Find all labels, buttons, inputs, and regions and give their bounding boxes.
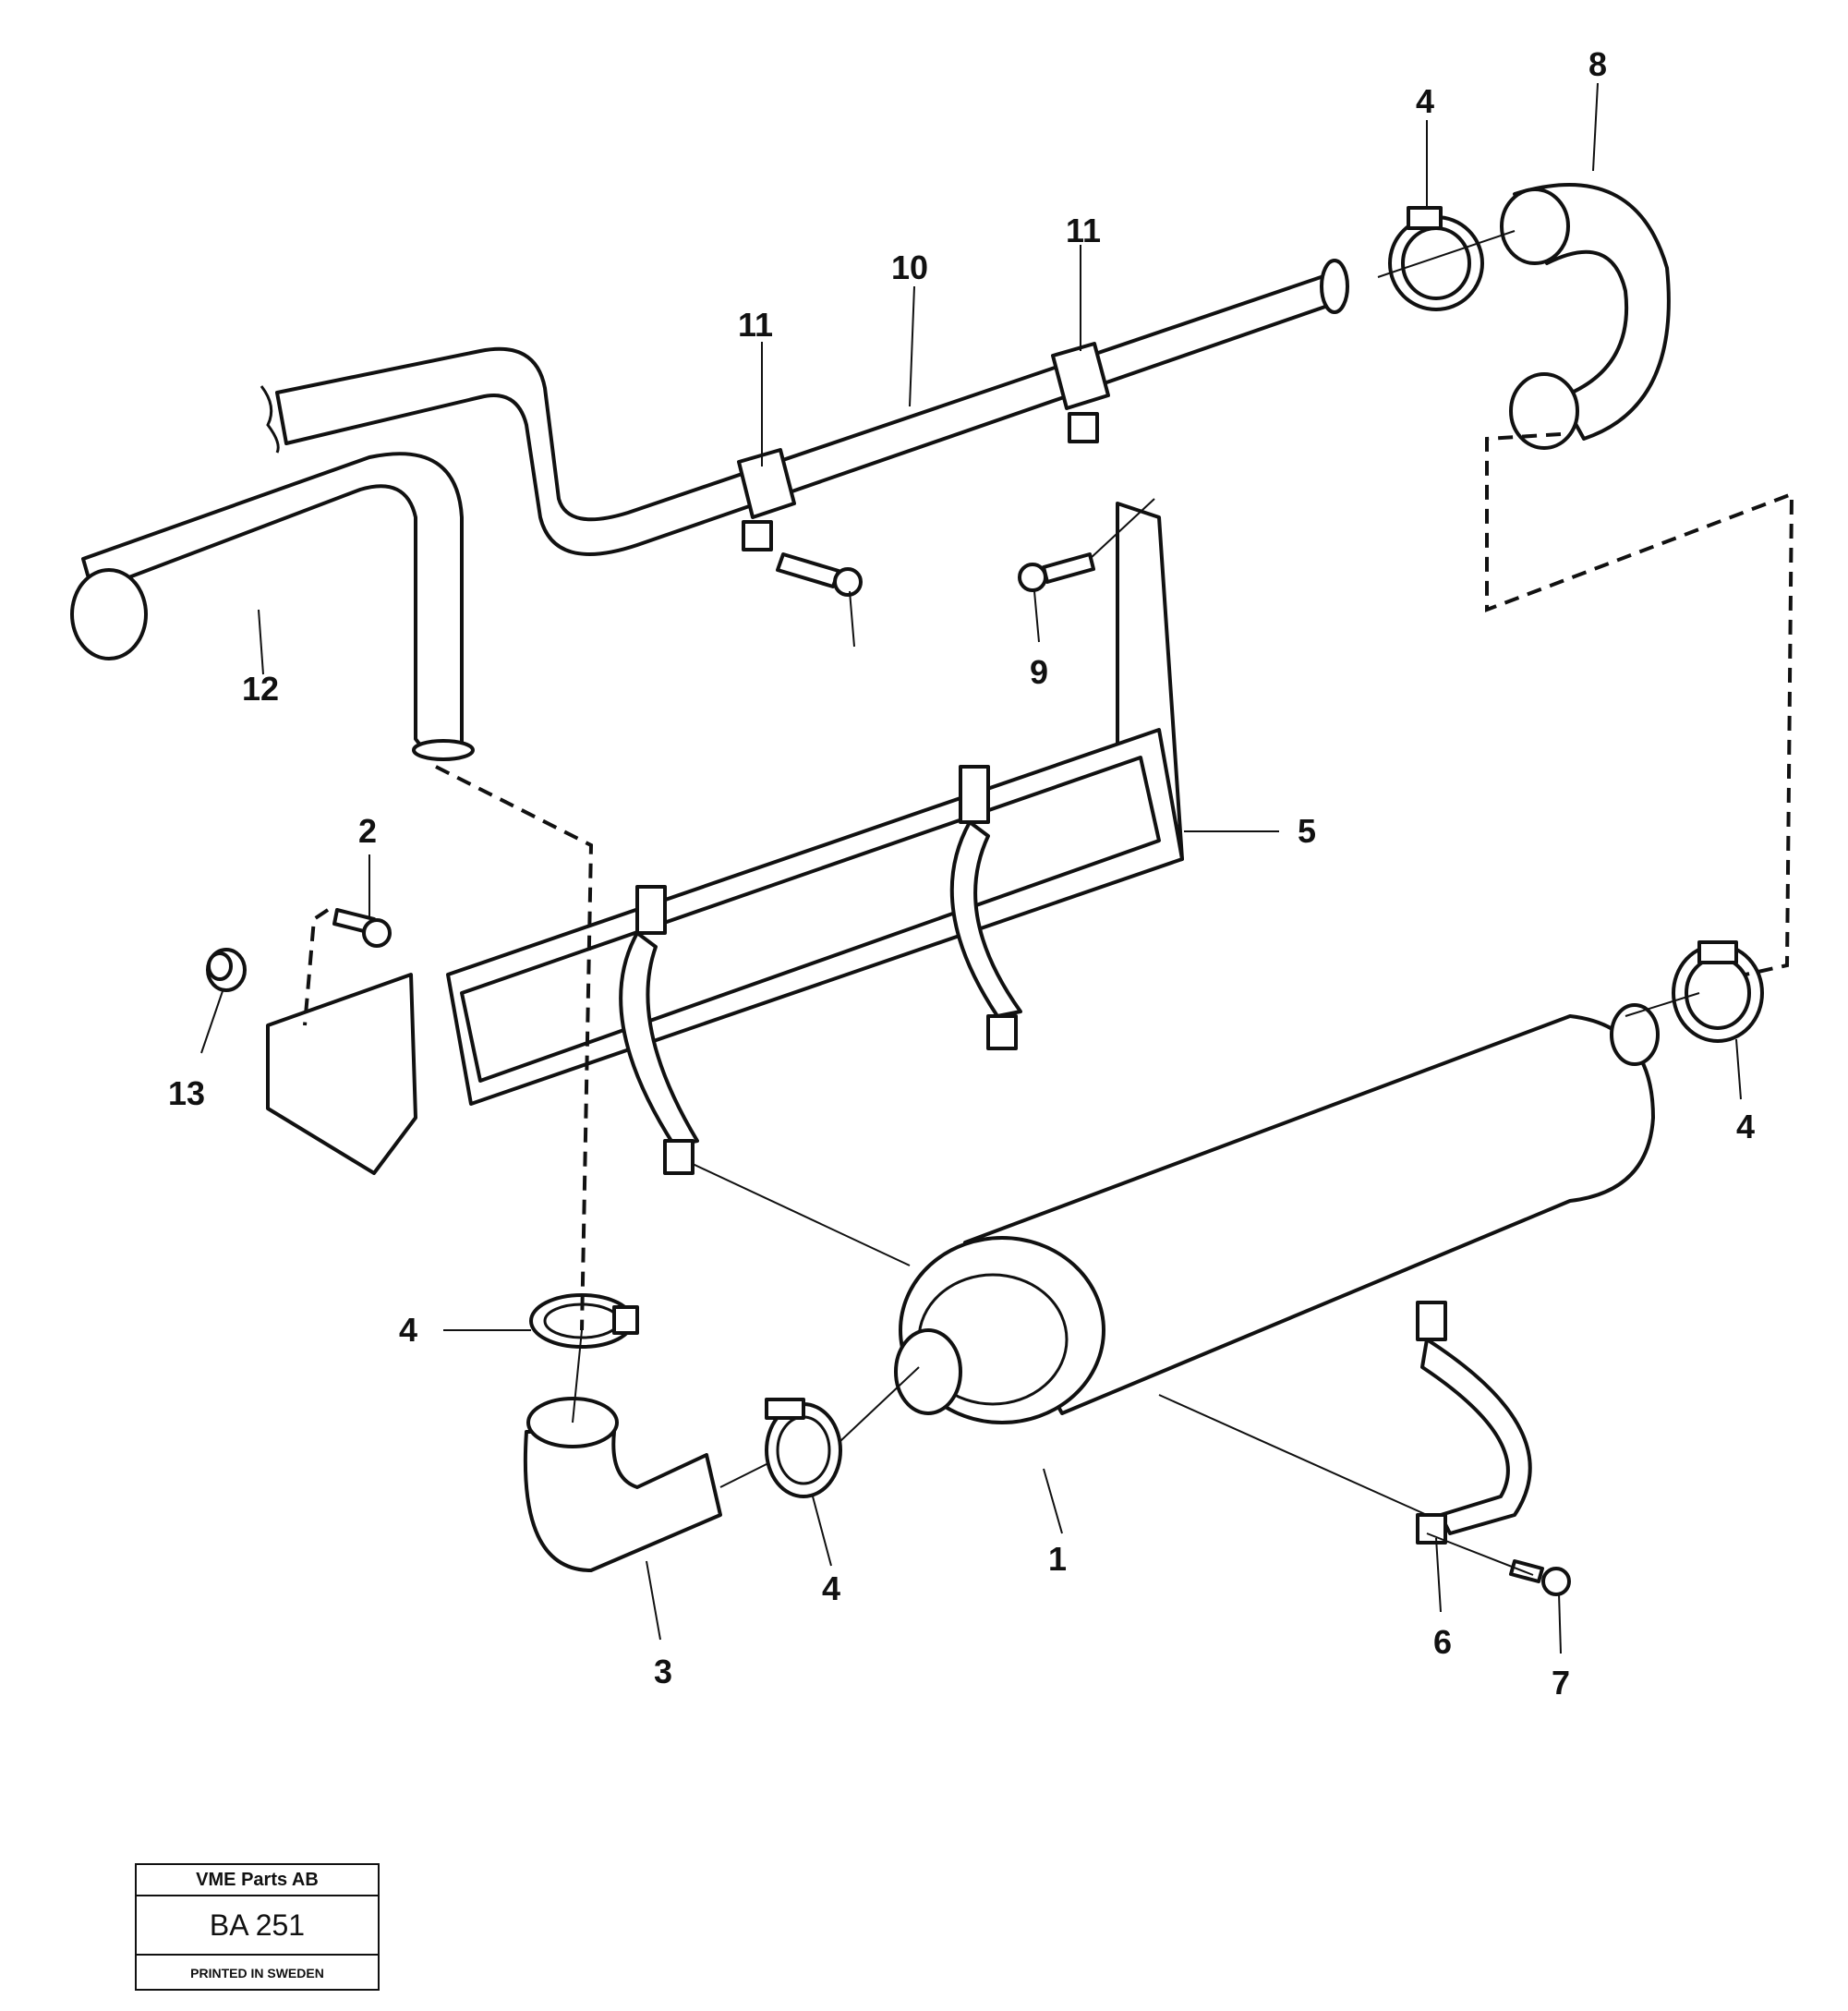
callout-11-right: 11 bbox=[1066, 212, 1101, 249]
title-block-company: VME Parts AB bbox=[137, 1865, 378, 1896]
callout-1: 1 bbox=[1048, 1540, 1067, 1578]
callout-13: 13 bbox=[168, 1074, 205, 1112]
strap-6 bbox=[1416, 1301, 1532, 1545]
bolt-2 bbox=[332, 908, 392, 948]
spacer-13 bbox=[206, 948, 247, 992]
callout-4-bottom: 4 bbox=[822, 1569, 840, 1607]
callout-11-left: 11 bbox=[738, 306, 773, 344]
hose-clamp-4-top bbox=[1388, 206, 1484, 311]
callout-3: 3 bbox=[654, 1653, 672, 1690]
bracket-5 bbox=[446, 502, 1184, 1106]
silencer-1 bbox=[894, 1003, 1660, 1424]
callout-4-right: 4 bbox=[1736, 1108, 1755, 1145]
pipe-clamp-11-left bbox=[737, 448, 796, 551]
callout-8: 8 bbox=[1588, 45, 1607, 83]
callout-7: 7 bbox=[1552, 1664, 1570, 1702]
callout-5: 5 bbox=[1298, 812, 1316, 850]
callout-4-top: 4 bbox=[1416, 82, 1434, 120]
strap-right bbox=[949, 765, 1022, 1050]
hose-clamp-4-right bbox=[1672, 940, 1764, 1043]
hose-3 bbox=[523, 1397, 722, 1572]
assembly-lines bbox=[303, 230, 1794, 1576]
callout-numbers: 1 2 3 4 4 4 4 5 6 7 8 9 10 11 11 12 13 bbox=[168, 45, 1755, 1702]
callout-6: 6 bbox=[1433, 1623, 1452, 1661]
bolt-7 bbox=[1509, 1559, 1571, 1596]
hose-8 bbox=[1500, 183, 1671, 450]
title-block-printed: PRINTED IN SWEDEN bbox=[190, 1966, 324, 1981]
callout-leaders bbox=[200, 82, 1742, 1654]
strap-left bbox=[619, 885, 699, 1175]
callout-12: 12 bbox=[242, 670, 279, 708]
bolt-9 bbox=[1018, 552, 1095, 592]
pipe-10 bbox=[260, 259, 1349, 556]
pipe-clamp-11-right bbox=[1051, 342, 1110, 443]
mounting-plate bbox=[266, 973, 417, 1175]
title-block-drawing-code: BA 251 bbox=[137, 1896, 378, 1956]
callout-2: 2 bbox=[358, 812, 377, 850]
bolt-near-clamp bbox=[776, 552, 863, 648]
callout-9: 9 bbox=[1030, 653, 1048, 691]
title-block: VME Parts AB BA 251 PRINTED IN SWEDEN bbox=[135, 1863, 380, 1991]
callout-4-mid-left: 4 bbox=[399, 1311, 417, 1349]
pipe-12 bbox=[70, 452, 475, 761]
callout-10: 10 bbox=[891, 248, 928, 286]
hose-clamp-4-bottom bbox=[765, 1398, 842, 1498]
